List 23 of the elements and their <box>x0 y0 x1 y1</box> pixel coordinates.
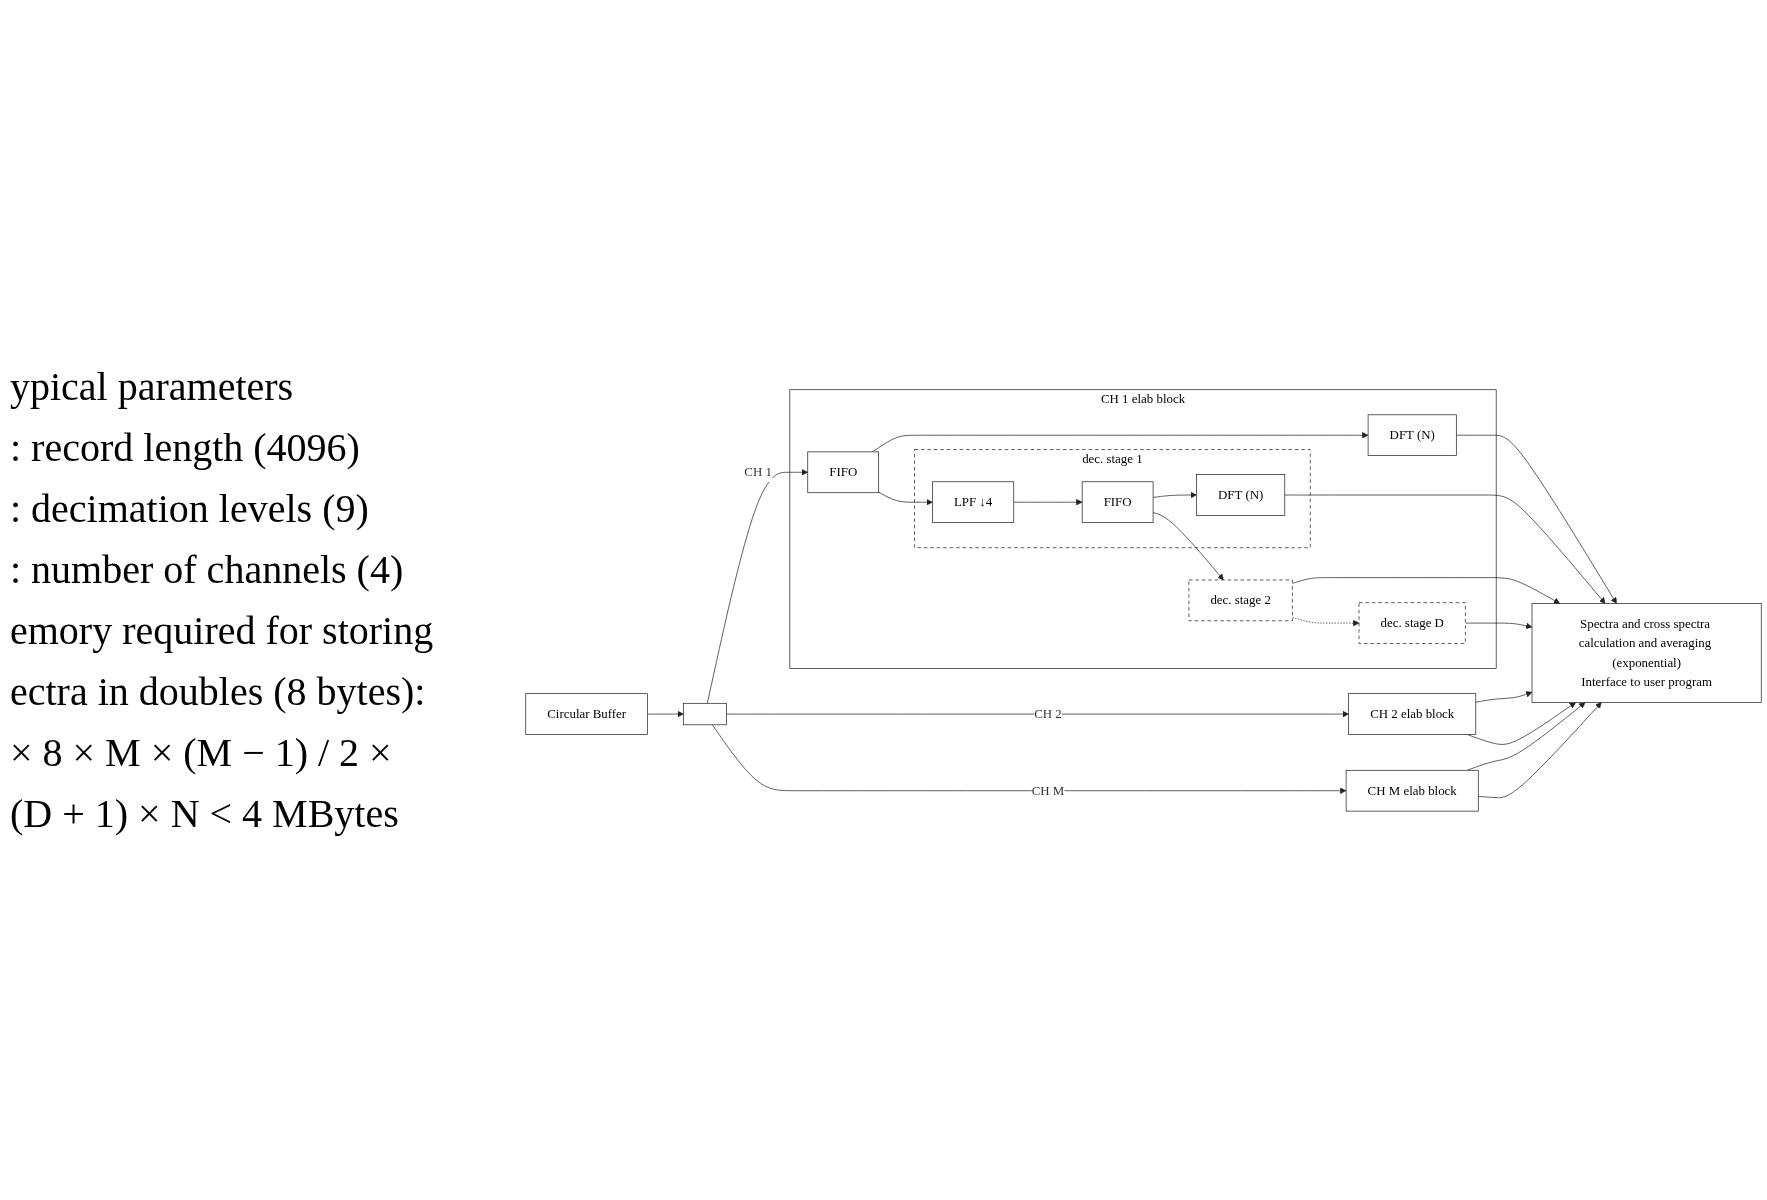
note-text: : decimation levels (9) <box>10 485 370 532</box>
node-box: CH 2 elab block <box>1348 692 1477 735</box>
note-text: ypical parameters <box>10 363 295 410</box>
node-box <box>683 702 727 725</box>
node-box: CH M elab block <box>1345 769 1479 812</box>
node-box: Circular Buffer <box>525 692 648 735</box>
note-text: : number of channels (4) <box>10 546 405 593</box>
note-text: ectra in doubles (8 bytes): <box>10 668 427 715</box>
node-box: dec. stage D <box>1358 601 1466 644</box>
note-text: (D + 1) × N < 4 MBytes <box>10 790 400 837</box>
note-text: emory required for storing <box>10 607 435 654</box>
node-box: DFT (N) <box>1367 414 1457 456</box>
node-box: dec. stage 2 <box>1188 579 1293 621</box>
note-text: : record length (4096) <box>10 424 361 471</box>
node-box: FIFO <box>1081 481 1154 523</box>
node-box: DFT (N) <box>1196 473 1286 516</box>
edge-label: CH M <box>1031 782 1065 798</box>
edge-label: CH 2 <box>1034 706 1062 721</box>
node-box: LPF ↓4 <box>932 481 1015 523</box>
edge-label: CH 1 <box>744 464 772 479</box>
node-box: FIFO <box>807 451 880 493</box>
node-box: Spectra and cross spectra calculation and averaging (exponential) Interface to user program <box>1531 602 1762 703</box>
note-text: × 8 × M × (M − 1) / 2 × <box>10 729 393 776</box>
